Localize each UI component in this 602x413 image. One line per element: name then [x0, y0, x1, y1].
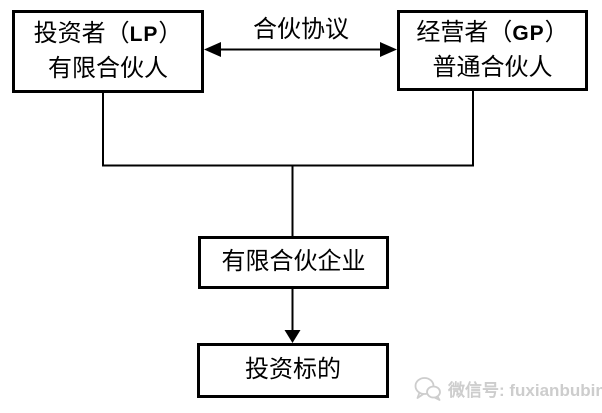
node-investor-lp-abbr: LP: [129, 22, 159, 46]
node-investor-lp-subtitle: 有限合伙人: [48, 55, 168, 82]
node-investment-target: 投资标的: [197, 343, 389, 398]
node-limited-partnership-enterprise: 有限合伙企业: [198, 236, 389, 289]
node-investor-lp-title: 投资者（LP）: [34, 17, 183, 52]
node-limited-partnership-enterprise-label: 有限合伙企业: [221, 249, 366, 276]
wechat-icon: [414, 377, 441, 401]
node-operator-gp-title-pre: 经营者（: [416, 19, 513, 46]
node-investor-lp: 投资者（LP） 有限合伙人: [12, 10, 204, 93]
node-operator-gp-title: 经营者（GP）: [416, 16, 568, 51]
agreement-edge-label: 合伙协议: [253, 17, 349, 43]
node-operator-gp-abbr: GP: [512, 21, 545, 45]
node-operator-gp-subtitle: 普通合伙人: [432, 54, 553, 81]
node-investor-lp-title-pre: 投资者（: [33, 20, 130, 47]
node-operator-gp: 经营者（GP） 普通合伙人: [397, 10, 588, 91]
lp-gp-to-partnership-connector: [102, 90, 474, 236]
node-investment-target-label: 投资标的: [245, 357, 341, 384]
lp-gp-double-arrow: [204, 42, 397, 57]
watermark-text: 微信号: fuxianbubin: [448, 381, 602, 400]
node-investor-lp-title-post: ）: [158, 20, 183, 47]
watermark: 微信号: fuxianbubin: [414, 376, 602, 401]
partnership-to-target-arrow: [284, 289, 301, 343]
node-operator-gp-title-post: ）: [544, 19, 569, 46]
